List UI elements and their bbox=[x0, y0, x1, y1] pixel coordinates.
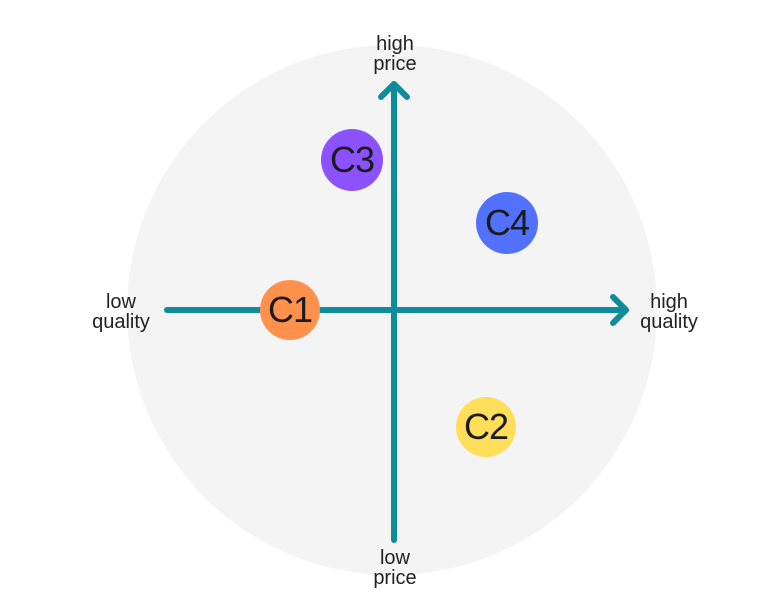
horizontal-axis bbox=[164, 294, 629, 326]
axis-label-line: quality bbox=[640, 311, 698, 333]
price-axis-arrowhead bbox=[378, 81, 410, 100]
axis-label-line: price bbox=[373, 53, 417, 75]
axis-label-low-quality: low quality bbox=[78, 292, 164, 332]
axis-label-line: price bbox=[373, 567, 417, 589]
axis-label-line: high bbox=[376, 33, 414, 55]
quality-axis-arrowhead bbox=[610, 294, 629, 326]
competitor-c1: C1 bbox=[260, 280, 320, 340]
competitor-c4: C4 bbox=[476, 192, 538, 254]
axis-label-line: low bbox=[105, 291, 136, 313]
axis-label-high-quality: high quality bbox=[626, 292, 712, 332]
axis-label-line: quality bbox=[92, 311, 150, 333]
axis-label-line: low bbox=[379, 547, 410, 569]
axis-label-low-price: low price bbox=[343, 548, 447, 588]
axis-label-line: high bbox=[650, 291, 688, 313]
competitor-c3: C3 bbox=[321, 129, 383, 191]
competitor-c2: C2 bbox=[456, 397, 516, 457]
axis-label-high-price: high price bbox=[343, 34, 447, 74]
